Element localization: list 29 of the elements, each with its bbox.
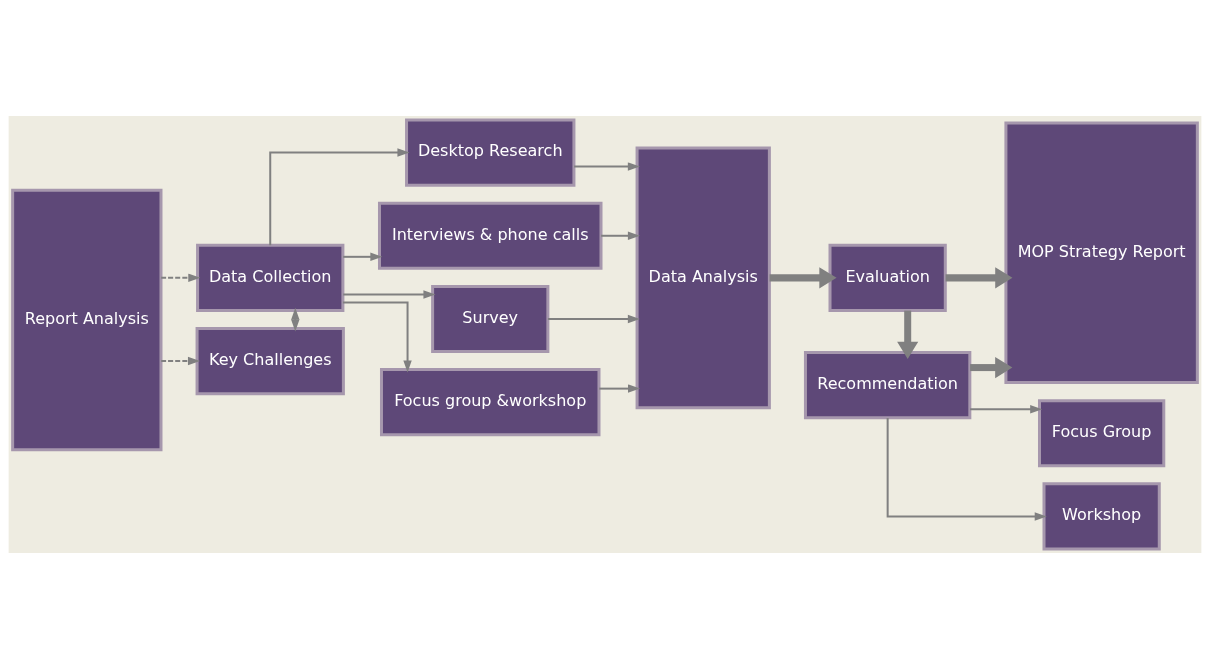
arrow	[969, 404, 1043, 414]
node-box: Desktop Research	[405, 118, 576, 187]
node-box: Focus Group	[1038, 399, 1166, 468]
arrow	[341, 301, 412, 373]
node-box: Survey	[431, 284, 550, 354]
arrow	[945, 267, 1013, 289]
node-box: MOP Strategy Report	[1004, 121, 1199, 385]
arrow	[573, 162, 640, 171]
arrow	[269, 148, 410, 247]
node-box: Data Analysis	[635, 146, 771, 410]
node-box: Recommendation	[803, 351, 972, 420]
node-box: Focus group &workshop	[380, 368, 601, 437]
arrow	[600, 231, 640, 240]
arrow	[769, 267, 837, 289]
arrow	[160, 356, 200, 366]
arrow	[897, 310, 919, 359]
arrow	[598, 384, 641, 393]
node-box: Key Challenges	[195, 327, 345, 396]
arrow	[886, 416, 1047, 521]
arrow	[970, 357, 1013, 379]
arrow	[342, 290, 436, 299]
arrow	[546, 314, 640, 324]
node-box: Interviews & phone calls	[377, 201, 603, 270]
node-box: Data Collection	[196, 243, 345, 312]
node-box: Evaluation	[828, 243, 947, 312]
node-box: Workshop	[1042, 482, 1161, 551]
node-box: Report Analysis	[11, 188, 163, 452]
arrow	[342, 252, 383, 262]
arrow	[160, 273, 201, 283]
